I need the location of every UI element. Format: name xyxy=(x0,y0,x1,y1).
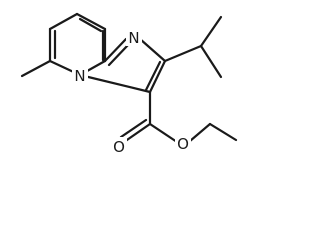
bond-isopropyl-ch3-b xyxy=(199,44,223,79)
atom-label-bg-o-carbonyl xyxy=(111,137,127,155)
bond-c2-c3-double xyxy=(144,60,162,92)
atom-label-o-ester: O xyxy=(177,135,189,153)
atom-label-bg-o-ester xyxy=(175,134,191,152)
bond-carbonyl-c-o-double xyxy=(119,118,148,139)
molecule-structure: N N O O xyxy=(20,12,238,156)
bond-o-ch2 xyxy=(188,122,212,143)
bond-n1-c2 xyxy=(138,37,167,63)
atom-label-o-carbonyl: O xyxy=(113,138,125,156)
bond-c7a-n1-double-inner xyxy=(107,43,130,67)
bond-carbonyl-c-o-ester xyxy=(148,122,179,144)
bond-c2-c3 xyxy=(148,59,167,94)
bond-ch2-ch3 xyxy=(208,122,238,142)
bond-c2-isopropyl-ch xyxy=(163,44,203,63)
atom-label-n-bridgehead: N xyxy=(74,67,85,85)
atom-label-bg-n-bridgehead xyxy=(72,66,88,84)
bond-c7a-n1-double xyxy=(103,37,128,63)
bond-c5-c6 xyxy=(48,12,79,31)
bond-c5-c6-double xyxy=(78,17,103,33)
bond-c6-c7 xyxy=(75,12,107,31)
bond-c3-n4 xyxy=(78,73,152,94)
atom-label-bg-n-imidazole xyxy=(126,28,142,46)
bond-carbonyl-c-o xyxy=(122,122,152,144)
bond-c3-methyl xyxy=(20,59,52,78)
atom-label-n-imidazole: N xyxy=(128,29,139,47)
bond-isopropyl-ch3-a xyxy=(199,15,223,48)
